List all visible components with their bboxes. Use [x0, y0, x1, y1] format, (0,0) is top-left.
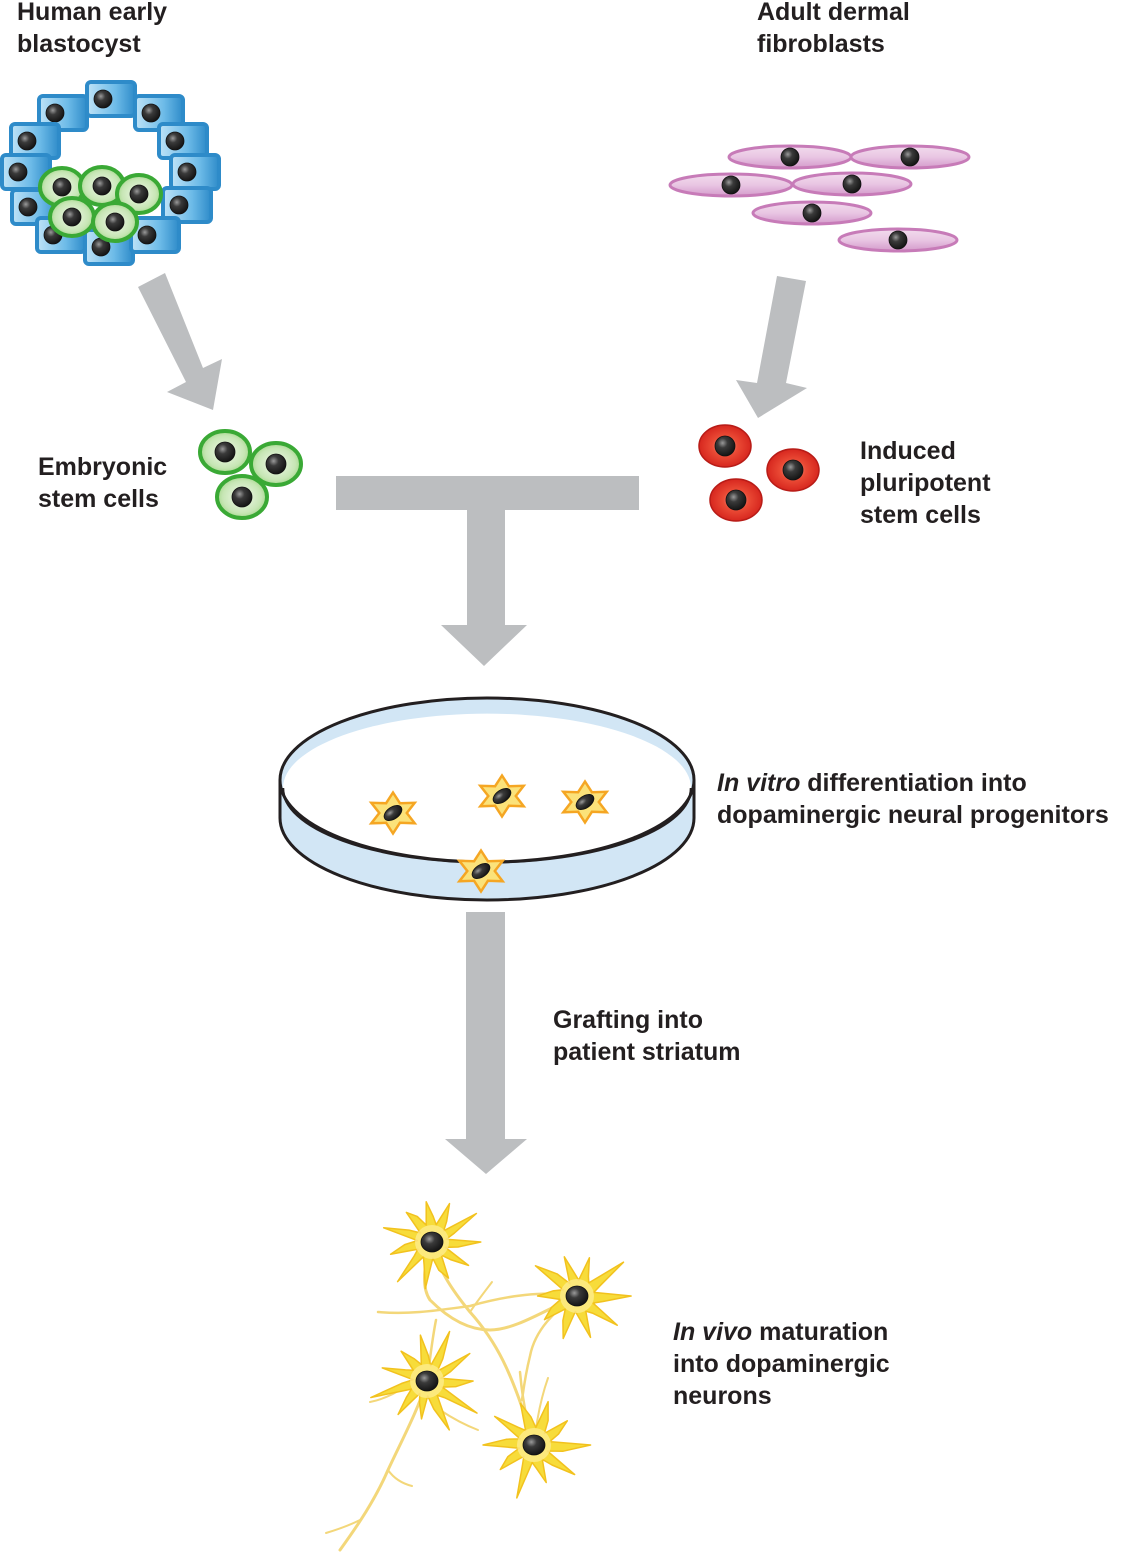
nucleus [471, 863, 491, 879]
trophoblast-cell [157, 122, 209, 160]
label-in-vitro-differentiation: In vitro differentiation into dopaminerg… [717, 769, 1109, 829]
fibroblast-cell [849, 144, 971, 170]
nucleus [165, 131, 185, 151]
neural-progenitor-cell [560, 779, 610, 825]
fibroblast-cell [668, 172, 794, 198]
nucleus [231, 486, 253, 508]
nucleus [62, 207, 82, 227]
nucleus [383, 805, 403, 821]
neural-progenitors [368, 773, 610, 894]
neuron-cell [370, 1330, 478, 1431]
induced-pluripotent-stem-cell [709, 478, 763, 522]
nucleus [92, 176, 112, 196]
nucleus [780, 147, 800, 167]
neural-progenitor-cell [368, 790, 418, 836]
nucleus [842, 174, 862, 194]
inner-cell-mass-cell [115, 173, 163, 215]
nucleus [802, 203, 822, 223]
blastocyst-illustration [0, 80, 221, 266]
nucleus [782, 459, 804, 481]
nucleus [169, 195, 189, 215]
nucleus [888, 230, 908, 250]
neuron-cell [382, 1201, 482, 1290]
label-human-early-blastocyst: Human early blastocyst [17, 0, 168, 58]
fibroblast-illustration [668, 144, 971, 253]
nucleus [900, 147, 920, 167]
label-grafting-into-striatum: Grafting into patient striatum [553, 1006, 741, 1066]
neuron-cell [534, 1256, 632, 1340]
nucleus [105, 212, 125, 232]
embryonic-stem-cells-illustration [198, 429, 303, 520]
label-in-vivo-maturation: In vivo maturation into dopaminergic neu… [673, 1318, 890, 1410]
label-adult-dermal-fibroblasts: Adult dermal fibroblasts [757, 0, 910, 58]
nucleus [522, 1434, 546, 1456]
inner-cell-mass-cell [48, 196, 96, 238]
nucleus [52, 177, 72, 197]
nucleus [565, 1285, 589, 1307]
nucleus [415, 1370, 439, 1392]
nucleus [714, 435, 736, 457]
nucleus [93, 89, 113, 109]
embryonic-stem-cell [198, 429, 252, 475]
neural-progenitor-cell [477, 773, 527, 819]
embryonic-stem-cell [249, 441, 303, 487]
nucleus [18, 197, 38, 217]
fibroblast-cell [727, 144, 853, 170]
dopaminergic-neurons [370, 1201, 632, 1499]
ipsc-illustration [698, 424, 820, 522]
nucleus [214, 441, 236, 463]
embryonic-stem-cell [215, 474, 269, 520]
label-induced-pluripotent-stem-cells: Induced pluripotent stem cells [860, 437, 991, 529]
nucleus [137, 225, 157, 245]
nucleus [721, 175, 741, 195]
nucleus [17, 131, 37, 151]
nucleus [420, 1231, 444, 1253]
arrow-fibroblast-to-ipsc [736, 276, 807, 418]
neuron-cell [482, 1400, 592, 1499]
nucleus [575, 794, 595, 810]
nucleus [177, 162, 197, 182]
nucleus [265, 453, 287, 475]
nucleus [129, 184, 149, 204]
trophoblast-cell [161, 186, 213, 224]
induced-pluripotent-stem-cell [766, 448, 820, 492]
nucleus [8, 162, 28, 182]
trophoblast-cell [169, 153, 221, 191]
nucleus [141, 103, 161, 123]
fibroblast-cell [791, 171, 913, 197]
arrow-dish-to-neurons [445, 912, 527, 1174]
trophoblast-cell [85, 80, 137, 118]
label-embryonic-stem-cells: Embryonic stem cells [38, 453, 168, 513]
trophoblast-cell [9, 122, 61, 160]
nucleus [492, 788, 512, 804]
nucleus [725, 489, 747, 511]
arrow-merge-to-dish [336, 476, 639, 666]
trophoblast-cell [133, 94, 185, 132]
fibroblast-cell [751, 200, 873, 226]
neural-progenitor-cell [456, 848, 506, 894]
arrow-blastocyst-to-esc [138, 273, 222, 410]
fibroblast-cell [837, 227, 959, 253]
trophoblast-cell [0, 153, 52, 191]
induced-pluripotent-stem-cell [698, 424, 752, 468]
nucleus [45, 103, 65, 123]
inner-cell-mass-cell [91, 201, 139, 243]
